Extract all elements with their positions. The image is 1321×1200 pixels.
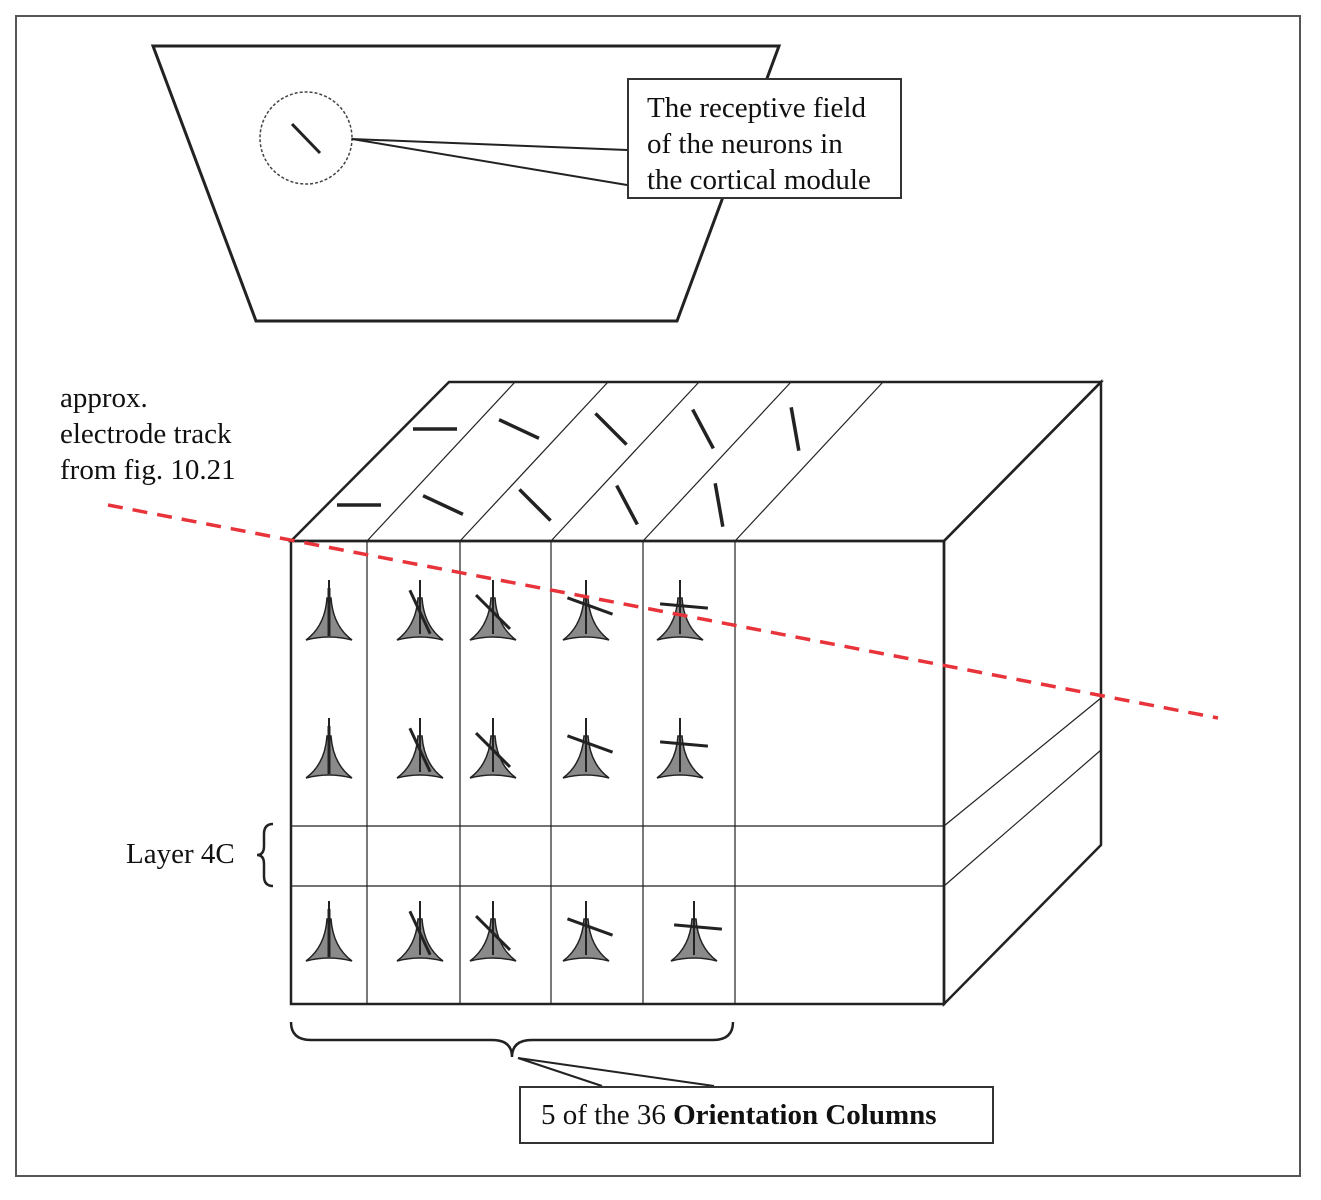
- layer4c-top-side: [943, 697, 1102, 827]
- surface-bar-row2: [594, 412, 628, 446]
- neuron-orientation-bar: [408, 910, 432, 956]
- block-front-face: [289, 539, 946, 1006]
- receptive-field-pointer-upper: [351, 138, 628, 151]
- electrode-label-line-1: approx.: [60, 382, 148, 414]
- neuron-grid: [305, 580, 723, 962]
- layer-brace: [256, 822, 274, 888]
- column-divider-top: [550, 381, 700, 542]
- neuron-orientation-bar: [673, 923, 723, 931]
- neuron-orientation-bar: [566, 734, 614, 754]
- neuron-orientation-bar: [659, 602, 709, 610]
- neuron: [562, 901, 614, 962]
- electrode-label-line-3: from fig. 10.21: [60, 454, 236, 486]
- neuron: [562, 718, 614, 779]
- rf-callout-line-2: of the neurons in: [647, 128, 843, 160]
- column-divider-top: [366, 381, 516, 542]
- neuron: [305, 580, 353, 641]
- surface-bar-row1: [615, 484, 639, 526]
- block-top-face: [287, 380, 1104, 543]
- column-divider-top: [642, 381, 792, 542]
- neuron-orientation-bar: [566, 917, 614, 937]
- columns-pointer-upper: [517, 1057, 715, 1087]
- columns-brace: [289, 1021, 735, 1058]
- neuron-orientation-bar: [659, 740, 709, 748]
- orientation-columns-callout: 5 of the 36 Orientation Columns: [519, 1086, 994, 1144]
- oc-callout-prefix: 5 of the 36: [541, 1099, 674, 1131]
- neuron-orientation-bar: [408, 589, 432, 635]
- columns-pointer-lower: [517, 1057, 603, 1087]
- neuron: [670, 901, 723, 962]
- oc-callout-bold: Orientation Columns: [673, 1099, 937, 1131]
- receptive-field-callout: The receptive field of the neurons in th…: [627, 78, 902, 199]
- cortical-block: [287, 378, 1104, 1008]
- rf-callout-line-1: The receptive field: [647, 92, 866, 124]
- electrode-track-label: approx. electrode track from fig. 10.21: [60, 380, 236, 488]
- figure-frame: [15, 15, 1301, 1177]
- surface-bar-row2: [498, 418, 540, 440]
- layer4c-bottom-side: [943, 749, 1102, 887]
- neuron: [396, 718, 444, 779]
- neuron: [469, 718, 517, 779]
- neuron: [305, 718, 353, 779]
- block-side-face: [942, 378, 1103, 1008]
- surface-bar-row2: [789, 407, 801, 451]
- electrode-label-line-2: electrode track: [60, 418, 232, 450]
- receptive-field-bar: [290, 122, 322, 155]
- neuron-orientation-bar: [566, 596, 614, 616]
- surface-orientation-bars: [337, 407, 801, 527]
- neuron-orientation-bar: [474, 914, 512, 952]
- layer-4c-label: Layer 4C: [126, 838, 235, 870]
- neuron: [396, 580, 444, 641]
- column-divider-top: [459, 381, 609, 542]
- neuron-orientation-bar: [474, 593, 512, 631]
- neuron: [656, 718, 709, 779]
- neuron: [396, 901, 444, 962]
- neuron: [305, 901, 353, 962]
- surface-bar-row1: [518, 488, 552, 522]
- receptive-field-pointer-lower: [351, 138, 628, 186]
- neuron-orientation-bar: [408, 727, 432, 773]
- column-dividers: [366, 381, 884, 1004]
- neuron-orientation-bar: [474, 731, 512, 769]
- rf-callout-line-3: the cortical module: [647, 164, 871, 196]
- surface-bar-row2: [691, 408, 715, 450]
- neuron: [469, 580, 517, 641]
- surface-bar-row1: [422, 494, 464, 516]
- column-divider-top: [734, 381, 884, 542]
- surface-bar-row1: [713, 483, 725, 527]
- neuron: [656, 580, 709, 641]
- neuron: [469, 901, 517, 962]
- electrode-track: [107, 503, 1219, 720]
- neuron: [562, 580, 614, 641]
